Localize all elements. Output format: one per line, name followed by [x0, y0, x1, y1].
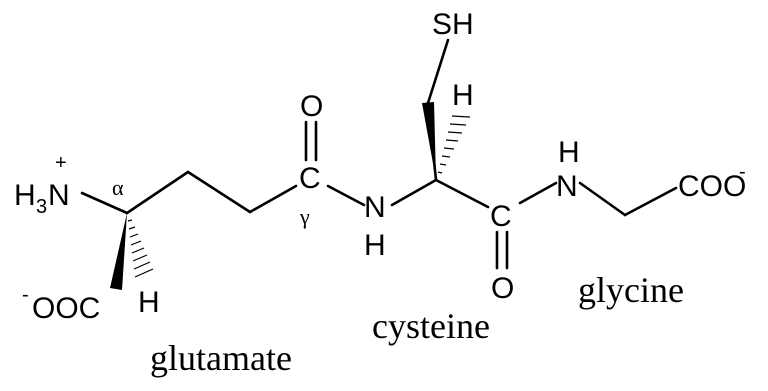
wedge-cys-ch2	[422, 102, 436, 180]
residue-labels: glutamate cysteine glycine	[150, 270, 684, 378]
hash-alpha-h	[127, 219, 154, 278]
carbonyl-c1-text: C	[299, 162, 321, 195]
gamma-label: γ	[299, 204, 310, 229]
carbonyl-c2-text: C	[490, 200, 512, 233]
hash-cys-h	[437, 115, 471, 174]
carboxylate-right-charge: -	[739, 161, 746, 183]
h-alpha-text: H	[138, 286, 160, 319]
amide-h2-text: H	[558, 136, 580, 169]
amine-h-text: H	[14, 179, 36, 212]
amine-charge-text: +	[55, 152, 67, 174]
amide-h1-text: H	[364, 229, 386, 262]
bond-alpha-beta	[125, 170, 190, 215]
amine-n-text: N	[48, 179, 70, 212]
carbonyl-o2-text: O	[491, 272, 514, 305]
bond-ch2-sh	[426, 38, 450, 105]
bond-gly-coo	[623, 186, 678, 217]
cysteine-label: cysteine	[372, 306, 490, 346]
h-cys-text: H	[452, 79, 474, 112]
alpha-label: α	[112, 175, 124, 200]
atom-labels: H 3 N + α - OOC H O C γ N H SH H C O H N…	[14, 8, 746, 325]
thiol-text: SH	[432, 8, 474, 41]
amine-subscript-text: 3	[36, 196, 47, 218]
wedge-alpha-cooc	[110, 213, 127, 290]
carbonyl-o1-text: O	[300, 90, 323, 123]
bond-c2-n2	[518, 181, 558, 205]
bond-beta-ch2	[186, 170, 252, 214]
carboxylate-left-charge: -	[22, 284, 29, 306]
bond-cys-c2	[434, 178, 490, 209]
carboxylate-left-text: OOC	[32, 292, 100, 325]
bond-n1-cys	[390, 178, 438, 207]
bond-c1-n1	[326, 184, 366, 207]
bond-ch2-c1	[248, 184, 298, 214]
carboxylate-right-text: COO	[678, 170, 746, 203]
bond-n2-gly	[578, 181, 627, 217]
glycine-label: glycine	[578, 270, 684, 310]
bond-n-alpha	[80, 191, 129, 215]
glutamate-label: glutamate	[150, 338, 292, 378]
bonds	[80, 38, 678, 270]
amide-n2-text: N	[556, 170, 578, 203]
amide-n1-text: N	[364, 191, 386, 224]
